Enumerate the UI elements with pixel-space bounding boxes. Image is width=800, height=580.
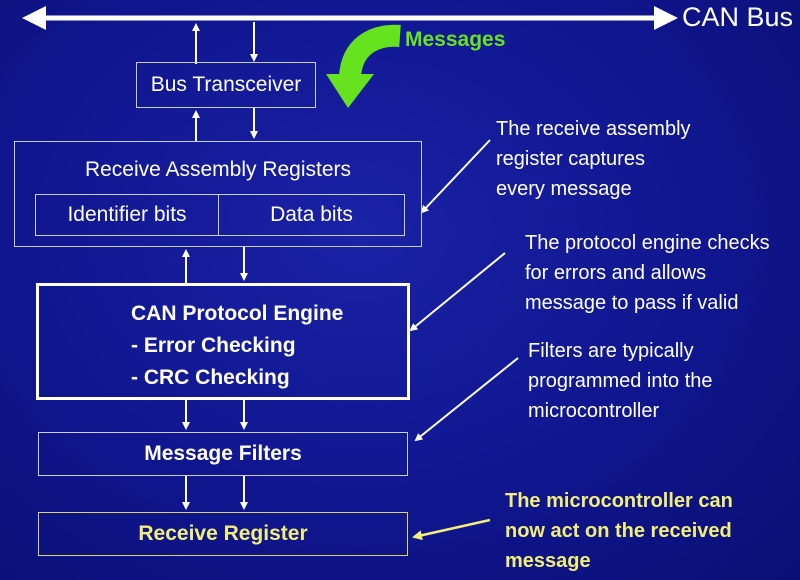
engine-crc-checking: - CRC Checking (131, 366, 290, 389)
engine-title: CAN Protocol Engine (131, 302, 344, 325)
note-protocol-engine: The protocol engine checks for errors an… (525, 228, 770, 318)
note-filters: Filters are typically programmed into th… (528, 336, 713, 426)
note-receive-line: The microcontroller can (505, 490, 733, 512)
bus-transceiver-block: Bus Transceiver (136, 62, 316, 108)
engine-error-checking: - Error Checking (131, 334, 296, 357)
receive-assembly-registers-block: Receive Assembly Registers Identifier bi… (14, 141, 422, 247)
identifier-bits-label: Identifier bits (67, 203, 187, 226)
messages-label: Messages (405, 28, 506, 51)
note-engine-line: for errors and allows (525, 262, 707, 284)
note-rar-line: register captures (496, 148, 645, 170)
data-bits-field: Data bits (219, 195, 404, 235)
can-bus-label: CAN Bus (682, 2, 794, 32)
receive-register-label: Receive Register (138, 522, 308, 545)
identifier-bits-field: Identifier bits (36, 195, 219, 235)
pointer-engine-note (409, 252, 506, 332)
data-bits-label: Data bits (270, 203, 353, 226)
note-receive-assembly: The receive assembly register captures e… (496, 114, 691, 204)
message-filters-label: Message Filters (144, 442, 302, 465)
note-filters-line: programmed into the (528, 370, 713, 392)
pointer-filters-note (414, 357, 519, 442)
rar-title: Receive Assembly Registers (84, 158, 352, 181)
pointer-rar-note (420, 139, 491, 214)
receive-register-block: Receive Register (38, 512, 408, 556)
can-bus-line (22, 6, 678, 30)
note-filters-line: Filters are typically (528, 340, 694, 362)
can-protocol-engine-block: CAN Protocol Engine - Error Checking - C… (36, 283, 410, 400)
bus-transceiver-label: Bus Transceiver (150, 73, 302, 96)
note-receive-register: The microcontroller can now act on the r… (505, 486, 733, 576)
note-engine-line: The protocol engine checks (525, 232, 770, 254)
rar-fields: Identifier bits Data bits (35, 194, 405, 236)
note-rar-line: every message (496, 178, 632, 200)
note-engine-line: message to pass if valid (525, 292, 739, 314)
note-receive-line: message (505, 550, 591, 572)
note-filters-line: microcontroller (528, 400, 660, 422)
note-rar-line: The receive assembly (496, 118, 691, 140)
pointer-receive-note (412, 518, 491, 541)
note-receive-line: now act on the received (505, 520, 732, 542)
messages-arrow (326, 24, 401, 108)
message-filters-block: Message Filters (38, 432, 408, 476)
